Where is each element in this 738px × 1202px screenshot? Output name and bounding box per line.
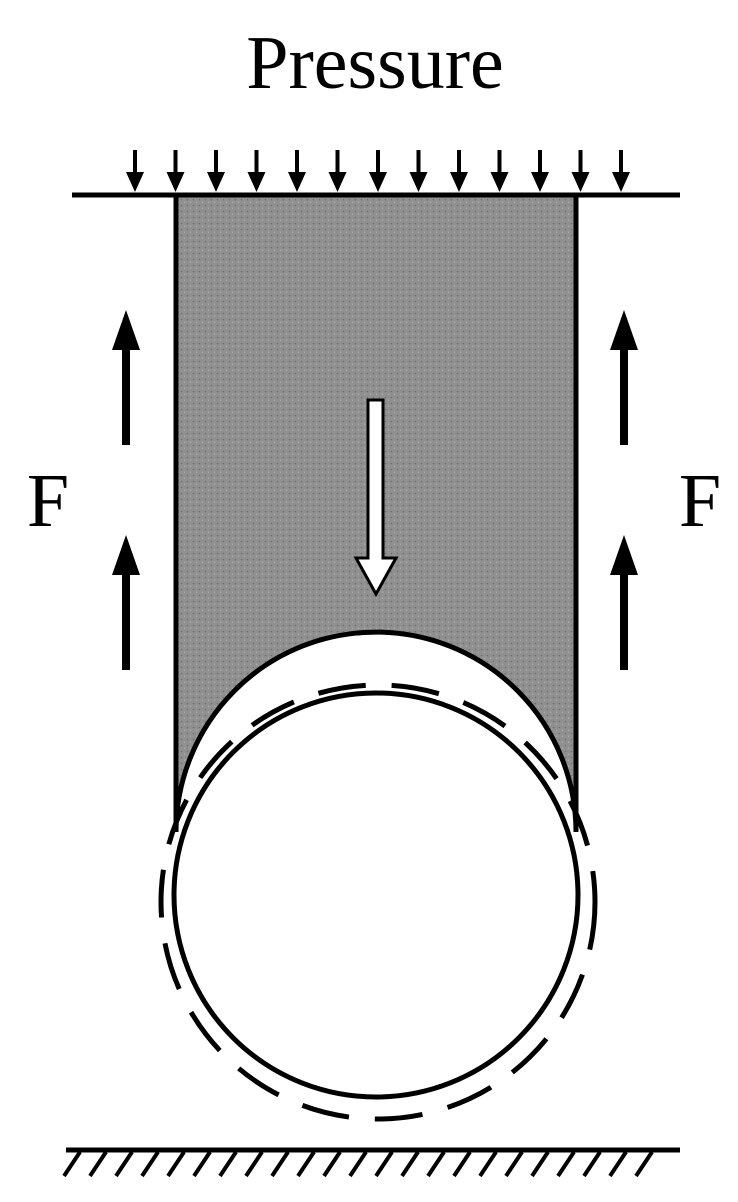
ground-hatch-mark — [62, 1150, 82, 1178]
ground-hatch-mark — [504, 1150, 524, 1178]
pressure-arrow — [126, 150, 144, 192]
ground-hatch-mark — [114, 1150, 134, 1178]
ground-hatch-mark — [426, 1150, 446, 1178]
ground-hatch-mark — [530, 1150, 550, 1178]
pressure-arrow — [490, 150, 509, 192]
ground-hatch-mark — [244, 1150, 264, 1178]
pressure-arrow — [328, 150, 347, 192]
ground-hatch-mark — [608, 1150, 628, 1178]
ground-hatch-mark — [452, 1150, 472, 1178]
particle-circle — [171, 690, 581, 1100]
ground-hatch-mark — [270, 1150, 290, 1178]
right-force-arrows — [610, 310, 638, 670]
downward-flow-arrow — [353, 398, 399, 598]
pressure-arrow — [288, 150, 306, 192]
ground-hatch-mark — [634, 1150, 654, 1178]
pressure-arrow — [369, 150, 387, 192]
pressure-arrow — [207, 150, 225, 192]
ground-hatch-mark — [374, 1150, 394, 1178]
pressure-arrow — [409, 150, 428, 192]
pressure-arrow — [612, 150, 630, 192]
ground-hatch-mark — [556, 1150, 576, 1178]
left-force-arrows — [112, 310, 140, 670]
ground-hatch-mark — [322, 1150, 342, 1178]
ground-hatch-mark — [88, 1150, 108, 1178]
pressure-arrow — [571, 150, 590, 192]
ground-hatch-mark — [400, 1150, 420, 1178]
pressure-arrow — [247, 150, 266, 192]
ground-hatch-mark — [478, 1150, 498, 1178]
pressure-arrow — [166, 150, 185, 192]
ground-hatch-mark — [296, 1150, 316, 1178]
ground-hatch-mark — [166, 1150, 186, 1178]
pressure-arrow — [531, 150, 549, 192]
ground-hatch-mark — [582, 1150, 602, 1178]
pressure-arrow — [450, 150, 468, 192]
ground-hatch-mark — [218, 1150, 238, 1178]
pressure-arrows — [126, 150, 630, 192]
ground-surface — [62, 1147, 680, 1178]
left-force-label: F — [27, 459, 69, 543]
ground-hatch-mark — [140, 1150, 160, 1178]
ground-hatch-mark — [348, 1150, 368, 1178]
deformed-outline-dashed — [158, 682, 598, 1122]
right-force-label: F — [679, 459, 721, 543]
pressure-label: Pressure — [246, 21, 504, 105]
ground-hatch-mark — [192, 1150, 212, 1178]
